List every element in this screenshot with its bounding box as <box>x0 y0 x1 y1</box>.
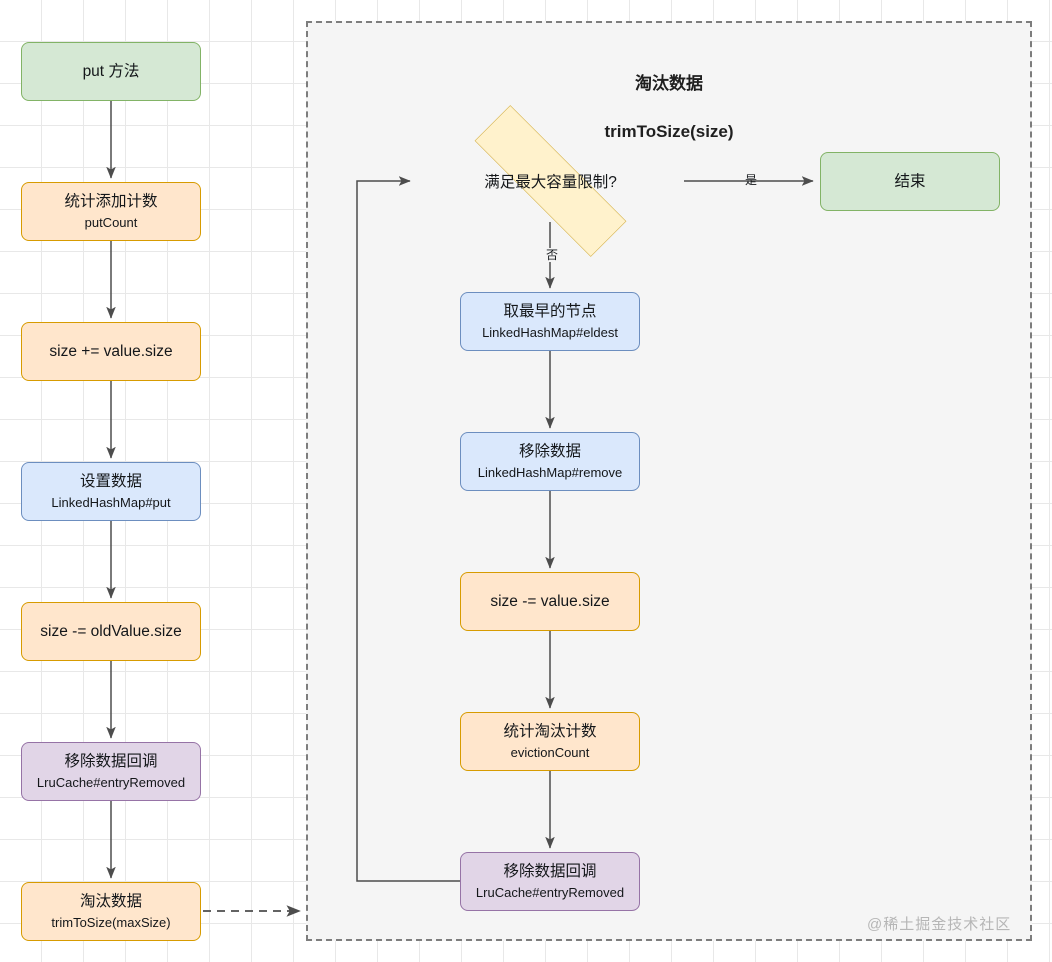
subgraph-title-line1: 淘汰数据 <box>635 74 703 94</box>
node-subtitle: evictionCount <box>510 744 590 760</box>
node-subtitle: LruCache#entryRemoved <box>475 884 625 900</box>
node-entry-removed[interactable]: 移除数据回调 LruCache#entryRemoved <box>21 742 201 801</box>
node-title: 取最早的节点 <box>503 303 597 321</box>
node-eviction-count[interactable]: 统计淘汰计数 evictionCount <box>460 712 640 771</box>
node-title: 设置数据 <box>79 473 142 491</box>
node-title: 结束 <box>894 172 926 190</box>
node-lhm-remove[interactable]: 移除数据 LinkedHashMap#remove <box>460 432 640 491</box>
edge-label-no: 否 <box>544 248 561 262</box>
node-end[interactable]: 结束 <box>820 152 1000 211</box>
edge-label-yes: 是 <box>745 173 758 187</box>
node-put-count[interactable]: 统计添加计数 putCount <box>21 182 201 241</box>
node-trim-to-size-call[interactable]: 淘汰数据 trimToSize(maxSize) <box>21 882 201 941</box>
node-title: put 方法 <box>82 62 140 80</box>
node-put-method[interactable]: put 方法 <box>21 42 201 101</box>
node-title: 统计淘汰计数 <box>503 723 597 741</box>
decision-label: 满足最大容量限制? <box>484 174 617 191</box>
node-size-sub[interactable]: size -= value.size <box>460 572 640 631</box>
node-title: size -= value.size <box>490 592 610 610</box>
watermark: @稀土掘金技术社区 <box>867 916 1012 933</box>
node-title: 移除数据回调 <box>503 863 597 881</box>
decision-capacity-check[interactable]: 满足最大容量限制? <box>417 105 684 257</box>
node-subtitle: LinkedHashMap#remove <box>477 464 623 480</box>
subgraph-title-line2: trimToSize(size) <box>604 122 734 142</box>
node-title: size -= oldValue.size <box>40 622 182 640</box>
node-subtitle: LinkedHashMap#eldest <box>482 324 618 340</box>
node-subtitle: LruCache#entryRemoved <box>36 774 186 790</box>
node-subtitle: LinkedHashMap#put <box>51 494 171 510</box>
node-title: 统计添加计数 <box>64 193 158 211</box>
node-size-add[interactable]: size += value.size <box>21 322 201 381</box>
node-get-eldest[interactable]: 取最早的节点 LinkedHashMap#eldest <box>460 292 640 351</box>
node-subtitle: trimToSize(maxSize) <box>51 914 171 930</box>
node-size-sub-old[interactable]: size -= oldValue.size <box>21 602 201 661</box>
node-title: 移除数据回调 <box>64 753 158 771</box>
node-title: 淘汰数据 <box>79 893 142 911</box>
node-subtitle: putCount <box>84 214 138 230</box>
subgraph-title: 淘汰数据 trimToSize(size) <box>306 48 1032 145</box>
node-entry-removed-2[interactable]: 移除数据回调 LruCache#entryRemoved <box>460 852 640 911</box>
node-title: 移除数据 <box>518 443 581 461</box>
node-title: size += value.size <box>49 342 173 360</box>
node-lhm-put[interactable]: 设置数据 LinkedHashMap#put <box>21 462 201 521</box>
